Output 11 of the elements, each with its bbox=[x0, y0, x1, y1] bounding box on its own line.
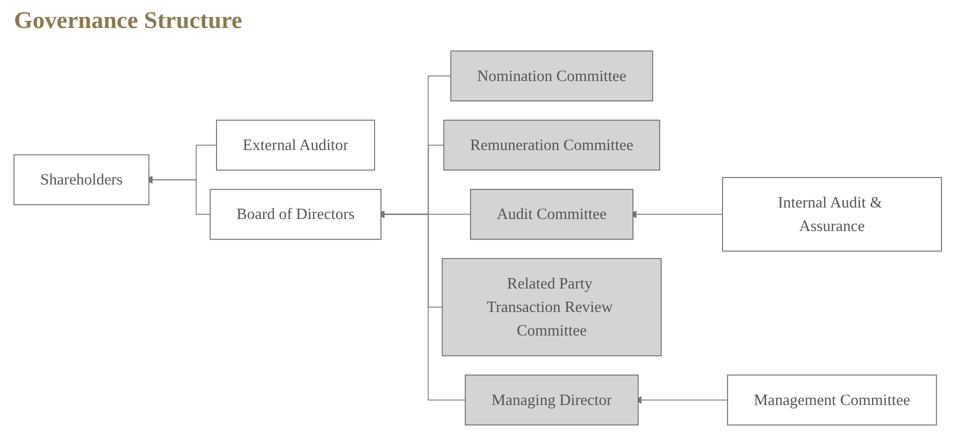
node-box: Management Committee bbox=[727, 374, 938, 426]
node-box: Related Party Transaction Review Committee bbox=[442, 258, 662, 356]
node-box: Audit Committee bbox=[470, 188, 634, 240]
diagram-title: Governance Structure bbox=[14, 8, 242, 35]
node-box: Nomination Committee bbox=[450, 50, 654, 102]
node-box: Managing Director bbox=[465, 374, 639, 426]
node-box: External Auditor bbox=[216, 120, 376, 171]
node-box: Internal Audit & Assurance bbox=[722, 177, 942, 252]
node-box: Shareholders bbox=[14, 154, 150, 206]
node-box: Board of Directors bbox=[210, 188, 382, 240]
node-box: Remuneration Committee bbox=[444, 120, 660, 171]
